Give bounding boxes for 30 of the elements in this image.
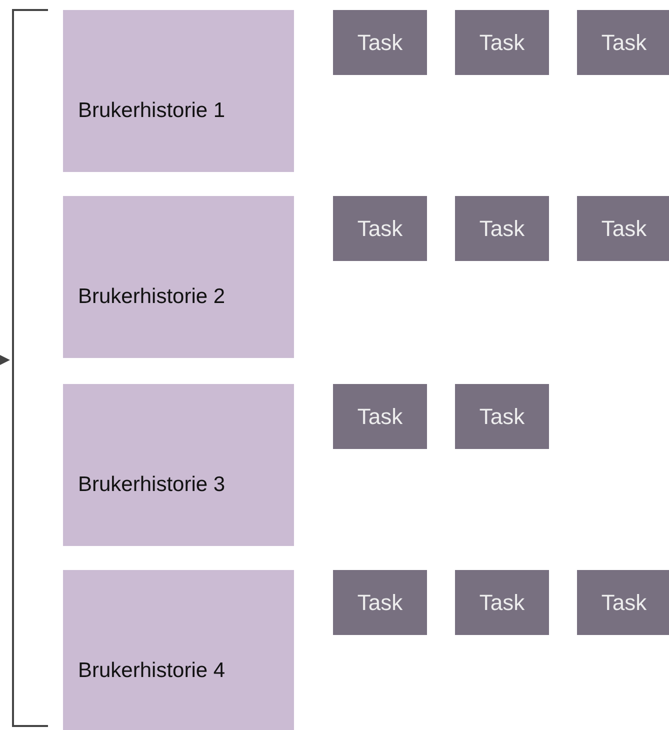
task-label: Task — [601, 216, 647, 242]
user-story-card — [63, 384, 294, 546]
task-label: Task — [479, 30, 525, 56]
task-card — [333, 196, 427, 261]
task-card — [455, 196, 549, 261]
task-card — [577, 570, 669, 635]
task-card — [455, 570, 549, 635]
task-label: Task — [357, 216, 403, 242]
task-card — [333, 570, 427, 635]
user-story-card — [63, 10, 294, 172]
task-card — [333, 10, 427, 75]
task-label: Task — [601, 30, 647, 56]
task-card — [577, 196, 669, 261]
task-label: Task — [357, 404, 403, 430]
task-label: Task — [479, 404, 525, 430]
task-label: Task — [357, 590, 403, 616]
user-story-card — [63, 196, 294, 358]
task-label: Task — [601, 590, 647, 616]
task-label: Task — [357, 30, 403, 56]
task-card — [455, 384, 549, 449]
story-title: Brukerhistorie 4 — [78, 659, 226, 683]
story-title: Brukerhistorie 1 — [78, 99, 226, 123]
user-story-card — [63, 570, 294, 730]
task-card — [577, 10, 669, 75]
story-title: Brukerhistorie 2 — [78, 285, 226, 309]
story-title: Brukerhistorie 3 — [78, 473, 226, 497]
task-card — [455, 10, 549, 75]
task-label: Task — [479, 216, 525, 242]
task-card — [333, 384, 427, 449]
task-label: Task — [479, 590, 525, 616]
